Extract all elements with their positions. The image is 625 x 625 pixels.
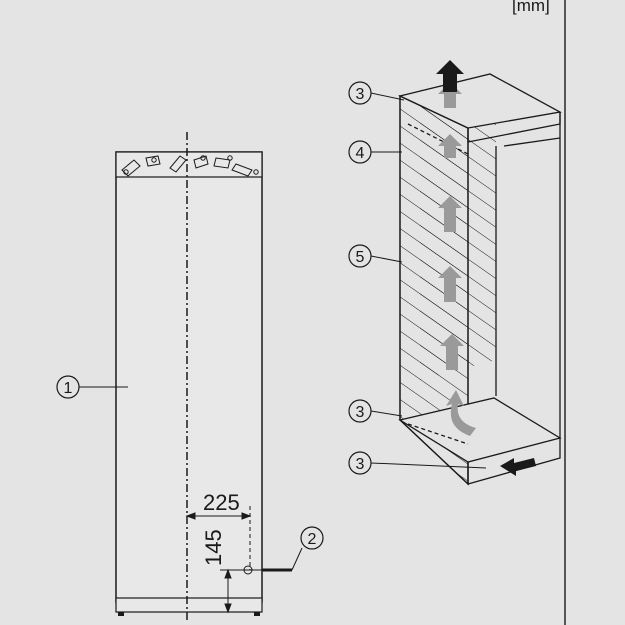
dimension-lines — [185, 506, 303, 614]
rear-vent-panel-hatched — [420, 80, 496, 380]
callout-3-bottom: 3 — [348, 451, 487, 475]
airflow-arrow-icon — [438, 134, 462, 158]
callout-3-top: 3 — [348, 81, 405, 105]
callout-2: 2 — [300, 526, 324, 550]
appliance-plinth — [115, 597, 263, 613]
dimension-225: 225 — [203, 490, 240, 515]
callout-5-label: 5 — [356, 249, 365, 266]
exhaust-arrow-icon — [436, 60, 464, 92]
callout-4: 4 — [348, 140, 402, 164]
callout-5: 5 — [348, 244, 403, 268]
niche-cabinet — [398, 73, 562, 486]
callout-3-top-label: 3 — [356, 86, 365, 103]
dimension-145: 145 — [201, 529, 226, 566]
airflow-arrow-icon — [438, 196, 462, 232]
callout-3-bottom-label: 3 — [356, 456, 365, 473]
callout-3-mid: 3 — [348, 399, 403, 423]
airflow-arrow-icon — [438, 266, 462, 302]
units-label: [mm] — [512, 0, 550, 15]
bracket-holes — [121, 155, 259, 177]
callout-2-label: 2 — [308, 531, 317, 548]
intake-arrow-icon — [500, 458, 536, 476]
foot-right — [254, 612, 260, 616]
callout-1: 1 — [56, 375, 128, 399]
appliance-front-view — [115, 132, 263, 620]
callout-4-label: 4 — [356, 145, 365, 162]
foot-left — [118, 612, 124, 616]
appliance-body — [115, 151, 263, 603]
callout-3-mid-label: 3 — [356, 404, 365, 421]
airflow-arrow-icon — [440, 334, 464, 370]
airflow-curved-arrow-icon — [446, 390, 476, 436]
callout-1-label: 1 — [64, 380, 73, 397]
